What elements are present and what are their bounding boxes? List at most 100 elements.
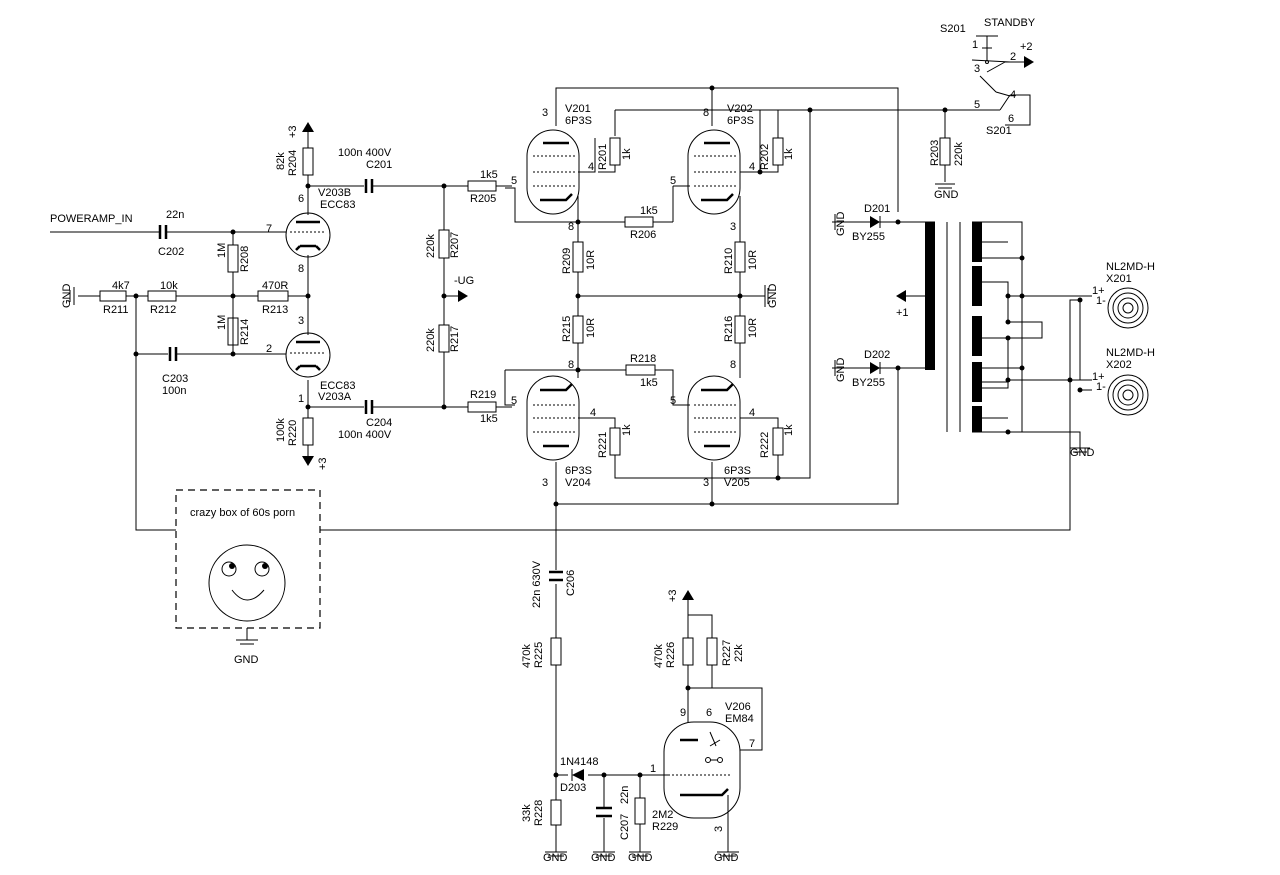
capacitor-c201 <box>364 179 374 193</box>
c203-value: 100n <box>162 385 186 397</box>
switch-s201[interactable] <box>971 35 1011 97</box>
crazy-box <box>175 489 321 629</box>
tube-v202 <box>687 129 741 215</box>
tube-v203b <box>285 212 331 258</box>
s201-pin2: 2 <box>1010 51 1016 63</box>
c207-value: 22n <box>619 786 631 804</box>
v204-type: 6P3S <box>565 465 592 477</box>
r228-ref: R228 <box>533 800 545 826</box>
v201-pin8: 8 <box>568 221 574 233</box>
v203a-ref: V203A <box>318 391 352 403</box>
r203-value: 220k <box>953 142 965 166</box>
v203b-pin8: 8 <box>298 263 304 275</box>
v202-pin4: 4 <box>749 161 755 173</box>
connector-x202[interactable] <box>1107 374 1149 416</box>
resistor-r219 <box>467 401 497 413</box>
v205-pin4: 4 <box>749 407 755 419</box>
resistor-r205 <box>467 180 497 192</box>
x201-type: NL2MD-H <box>1106 261 1155 273</box>
resistor-r213 <box>257 290 289 302</box>
diode-d201 <box>870 216 880 228</box>
resistor-r215 <box>572 315 584 344</box>
resistor-r214 <box>227 317 239 346</box>
r213-ref: R213 <box>262 304 288 316</box>
s201-ref-bottom: S201 <box>986 125 1012 137</box>
r222-ref: R222 <box>759 432 771 458</box>
diode-bodies <box>571 216 898 781</box>
v204-pin3: 3 <box>542 477 548 489</box>
r204-ref: R204 <box>287 150 299 176</box>
plus3-arrow-top <box>302 122 314 132</box>
r225-ref: R225 <box>533 642 545 668</box>
capacitor-c202 <box>158 225 168 239</box>
gnd-d201: GND <box>835 212 847 237</box>
v206-pin7: 7 <box>749 738 755 750</box>
v206-pin1: 1 <box>650 763 656 775</box>
gnd-c207: GND <box>591 852 616 864</box>
capacitor-c204 <box>364 400 374 414</box>
plus1-arrow <box>896 290 906 302</box>
v203b-pin7: 7 <box>266 223 272 235</box>
resistor-bodies <box>99 137 951 826</box>
v204-ref: V204 <box>565 477 591 489</box>
resistor-r216 <box>734 315 746 344</box>
capacitor-c207 <box>596 806 612 818</box>
plus2-arrow <box>1024 56 1034 68</box>
r229-ref: R229 <box>652 821 678 833</box>
v201-pin5: 5 <box>511 175 517 187</box>
r216-ref: R216 <box>723 316 735 342</box>
v203b-type: ECC83 <box>320 199 355 211</box>
gnd-left: GND <box>61 284 73 309</box>
r205-ref: R205 <box>470 193 496 205</box>
r212-ref: R212 <box>150 304 176 316</box>
r203-ref: R203 <box>929 140 941 166</box>
r210-value: 10R <box>747 250 759 270</box>
r222-value: 1k <box>783 424 795 436</box>
r226-ref: R226 <box>665 642 677 668</box>
d202-type: BY255 <box>852 377 885 389</box>
resistor-r203 <box>939 137 951 166</box>
r219-ref: R219 <box>470 389 496 401</box>
x201-ref: X201 <box>1106 273 1132 285</box>
resistor-r207 <box>438 229 450 259</box>
ground-symbols <box>69 183 1090 857</box>
x201-pin-minus: 1- <box>1096 295 1106 307</box>
gnd-r229: GND <box>628 852 653 864</box>
v206-pin6: 6 <box>706 707 712 719</box>
r225-value: 470k <box>521 644 533 668</box>
resistor-r220 <box>302 417 314 446</box>
d201-type: BY255 <box>852 231 885 243</box>
v204-pin8: 8 <box>568 359 574 371</box>
r221-value: 1k <box>621 424 633 436</box>
diode-d203 <box>572 769 584 781</box>
r209-ref: R209 <box>561 248 573 274</box>
c201-value: 100n 400V <box>338 147 392 159</box>
r220-value: 100k <box>275 418 287 442</box>
c207-ref: C207 <box>619 814 631 840</box>
input-label: POWERAMP_IN <box>50 213 133 225</box>
plus3-top: +3 <box>287 125 299 138</box>
v206-type: EM84 <box>725 713 754 725</box>
s201-pin5: 5 <box>974 99 980 111</box>
capacitor-bodies <box>158 179 612 818</box>
v204-pin4: 4 <box>590 407 596 419</box>
r213-value: 470R <box>262 280 288 292</box>
connector-x201[interactable] <box>1107 287 1149 329</box>
smiley-face <box>208 544 286 622</box>
resistor-r212 <box>147 290 177 302</box>
capacitor-c203 <box>168 347 178 361</box>
v201-type: 6P3S <box>565 115 592 127</box>
r208-ref: R208 <box>239 246 251 272</box>
r202-value: 1k <box>783 148 795 160</box>
v202-pin8: 8 <box>703 107 709 119</box>
r228-value: 33k <box>521 804 533 822</box>
v201-pin3: 3 <box>542 107 548 119</box>
plus3-bottom: +3 <box>317 457 329 470</box>
minus-ug-arrow <box>458 290 468 302</box>
tube-v201 <box>526 129 580 215</box>
x202-pin-minus: 1- <box>1096 381 1106 393</box>
v205-pin3: 3 <box>703 477 709 489</box>
v203b-ref: V203B <box>318 187 351 199</box>
r227-ref: R227 <box>721 640 733 666</box>
